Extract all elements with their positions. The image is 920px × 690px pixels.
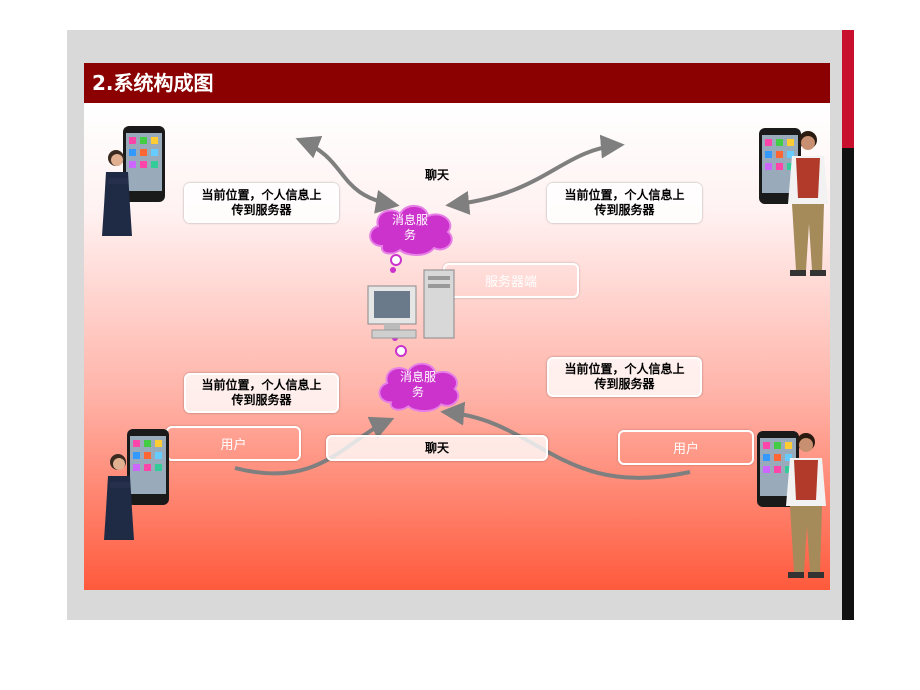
user-label-right: 用户 xyxy=(618,430,754,465)
cloud-icon xyxy=(369,205,453,256)
upload-info-top-right: 当前位置，个人信息上 传到服务器 xyxy=(547,183,702,223)
arrow-top-left xyxy=(295,136,400,214)
slide-edge-dark xyxy=(842,148,854,620)
man-user-icon xyxy=(788,131,828,276)
arrow-top-right xyxy=(445,134,625,215)
server-computer-icon xyxy=(367,269,455,339)
smartphone-icon xyxy=(123,126,165,202)
cloud-icon xyxy=(378,362,460,413)
slide-edge-accent xyxy=(842,30,854,148)
message-service-cloud-top: 消息服 务 xyxy=(362,198,458,258)
chat-label-bottom: 聊天 xyxy=(326,435,548,461)
man-user-icon xyxy=(786,433,826,578)
woman-user-icon xyxy=(104,454,134,540)
chat-label-top: 聊天 xyxy=(424,168,449,182)
smartphone-icon xyxy=(127,429,169,505)
cloud-label: 消息服 务 xyxy=(399,370,436,399)
upload-info-bottom-left: 当前位置，个人信息上 传到服务器 xyxy=(184,373,339,413)
woman-user-icon xyxy=(102,150,132,236)
upload-info-top-left: 当前位置，个人信息上 传到服务器 xyxy=(184,183,339,223)
cloud-label: 消息服 务 xyxy=(391,213,428,242)
user-label-left: 用户 xyxy=(166,426,301,461)
thought-bubble-icon xyxy=(390,254,402,273)
arrow-bottom-right xyxy=(440,401,691,480)
upload-info-bottom-right: 当前位置，个人信息上 传到服务器 xyxy=(547,357,702,397)
slide-title: 2.系统构成图 xyxy=(84,63,830,103)
message-service-cloud-bottom: 消息服 务 xyxy=(370,356,466,414)
server-side-label: 服务器端 xyxy=(443,263,579,298)
